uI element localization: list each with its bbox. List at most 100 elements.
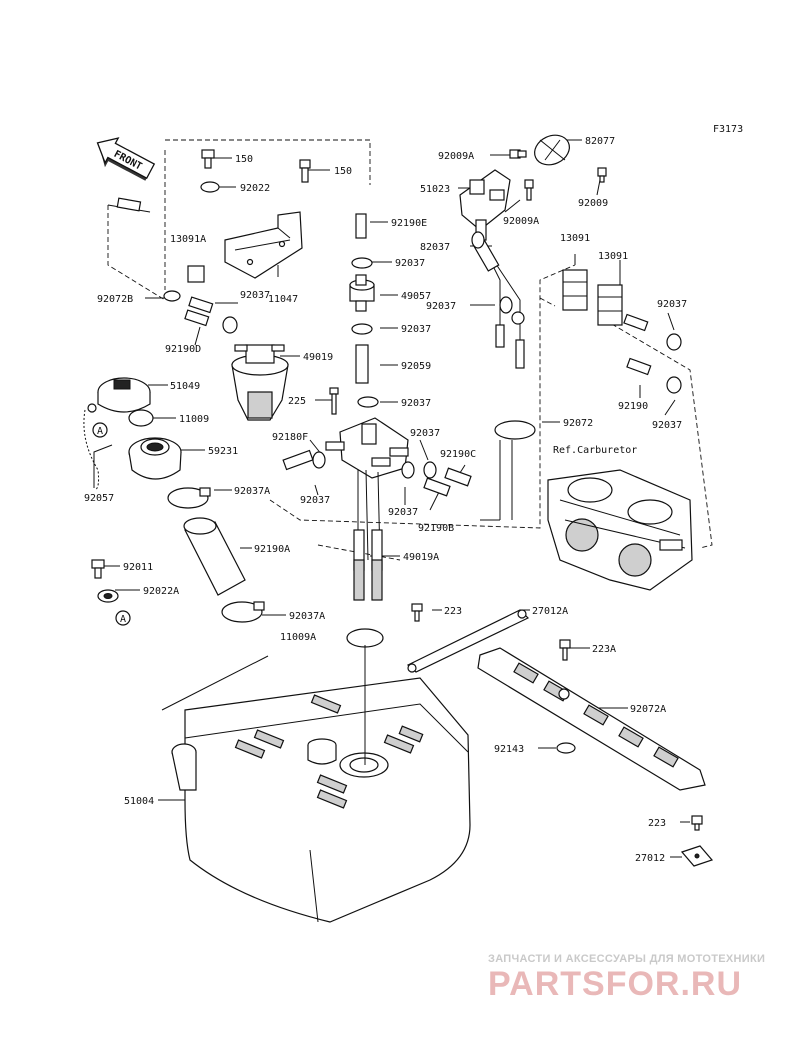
label-92072: 92072 [563, 418, 593, 429]
label-92072a: 92072A [630, 704, 666, 715]
vent-hose-line [480, 249, 525, 521]
tether-92057: A [83, 403, 108, 491]
bracket-27012a [406, 609, 530, 673]
label-92009: 92009 [578, 198, 608, 209]
label-82037: 82037 [420, 242, 450, 253]
clamp-13091a [187, 265, 205, 283]
screw-92009 [597, 167, 607, 183]
clip-92037-e [312, 451, 326, 469]
carburetor-assembly [547, 469, 693, 591]
label-92022: 92022 [240, 183, 270, 194]
hose-92059 [355, 344, 369, 384]
callout-a-top: A [97, 426, 103, 437]
hose-92190c [444, 467, 472, 487]
label-11009: 11009 [179, 414, 209, 425]
label-225: 225 [288, 396, 306, 407]
gasket-11009a [346, 628, 384, 648]
label-92190e: 92190E [391, 218, 427, 229]
label-ref-carburetor: Ref.Carburetor [553, 445, 637, 456]
clip-92037-f [401, 461, 415, 479]
clip-92037-g [423, 461, 437, 479]
diaphragm-82077 [534, 134, 570, 166]
label-51023: 51023 [420, 184, 450, 195]
label-223-lower: 223 [648, 818, 666, 829]
label-92190d: 92190D [165, 344, 201, 355]
clamp-92072 [494, 420, 536, 440]
label-92037-e: 92037 [300, 495, 330, 506]
label-92143: 92143 [494, 744, 524, 755]
label-92190b: 92190B [418, 523, 454, 534]
screw-92009a-mid [524, 179, 534, 201]
watermark-brand: PARTSFOR.RU [488, 965, 742, 1003]
washer-92022a: A [97, 589, 131, 626]
label-92037-c: 92037 [401, 324, 431, 335]
clip-92037-h [499, 296, 513, 314]
hose-92190 [626, 357, 652, 376]
clip-92037-c [351, 323, 373, 335]
bolt-92011 [91, 559, 105, 579]
clip-92037-j [666, 376, 682, 394]
label-92180f: 92180F [272, 432, 308, 443]
label-92190c: 92190C [440, 449, 476, 460]
part-labels: 150 150 92022 13091A 92072B 92037 92190D… [84, 136, 687, 864]
bracket-27012 [680, 845, 714, 867]
screw-225 [329, 387, 339, 415]
clip-92037-h2 [511, 311, 525, 325]
bolt-150-left [201, 149, 215, 169]
label-150-right: 150 [334, 166, 352, 177]
label-150-left: 150 [235, 154, 253, 165]
label-92037-i: 92037 [657, 299, 687, 310]
label-51049: 51049 [170, 381, 200, 392]
label-82077: 82077 [585, 136, 615, 147]
bracket-11047 [224, 211, 303, 279]
hose-92190b [423, 477, 451, 497]
label-223a: 223A [592, 644, 616, 655]
hose-92190-right [623, 313, 649, 332]
label-11047: 11047 [268, 294, 298, 305]
fuel-cap-51049 [97, 377, 151, 413]
label-92037-d: 92037 [401, 398, 431, 409]
label-92037-h: 92037 [426, 301, 456, 312]
fitting-49057 [349, 274, 375, 312]
label-13091-right: 13091 [598, 251, 628, 262]
label-92190: 92190 [618, 401, 648, 412]
gasket-11009 [128, 409, 154, 427]
label-92072b: 92072B [97, 294, 133, 305]
fuel-tank-51004 [161, 645, 471, 923]
clip-92037-i [666, 333, 682, 351]
front-arrow-icon: FRONT [96, 137, 156, 181]
label-27012: 27012 [635, 853, 665, 864]
label-92059: 92059 [401, 361, 431, 372]
bolt-150-right [299, 159, 311, 183]
watermark-tagline: ЗАПЧАСТИ И АКСЕССУАРЫ ДЛЯ МОТОТЕХНИКИ [488, 953, 765, 965]
label-13091-left: 13091 [560, 233, 590, 244]
hose-routing-lines [107, 139, 713, 561]
clamp-13091-left [562, 269, 588, 311]
washer-92143 [556, 742, 576, 754]
label-92037-b: 92037 [395, 258, 425, 269]
label-49019a: 49019A [403, 552, 439, 563]
label-49057: 49057 [401, 291, 431, 302]
label-92037-f: 92037 [388, 507, 418, 518]
diagram-code: F3173 [713, 124, 743, 135]
label-92011: 92011 [123, 562, 153, 573]
screw-223a [559, 639, 571, 661]
hose-92190d [184, 296, 214, 327]
clip-92037-d [357, 396, 379, 408]
screw-92009a-top [509, 149, 527, 159]
label-92037-j: 92037 [652, 420, 682, 431]
clamp-92037a-upper [167, 487, 211, 509]
label-27012a: 27012A [532, 606, 568, 617]
clip-92037-b [351, 257, 373, 269]
clip-92037-left [222, 316, 238, 334]
fuel-filter-49019 [231, 344, 289, 421]
label-51004: 51004 [124, 796, 154, 807]
callout-a-bottom: A [120, 614, 126, 625]
screw-223-lower [691, 815, 703, 831]
label-92037a-lower: 92037A [289, 611, 325, 622]
hose-92180f [282, 449, 314, 471]
washer-92022 [200, 181, 220, 193]
label-92057: 92057 [84, 493, 114, 504]
label-92190a: 92190A [254, 544, 290, 555]
label-92022a: 92022A [143, 586, 179, 597]
